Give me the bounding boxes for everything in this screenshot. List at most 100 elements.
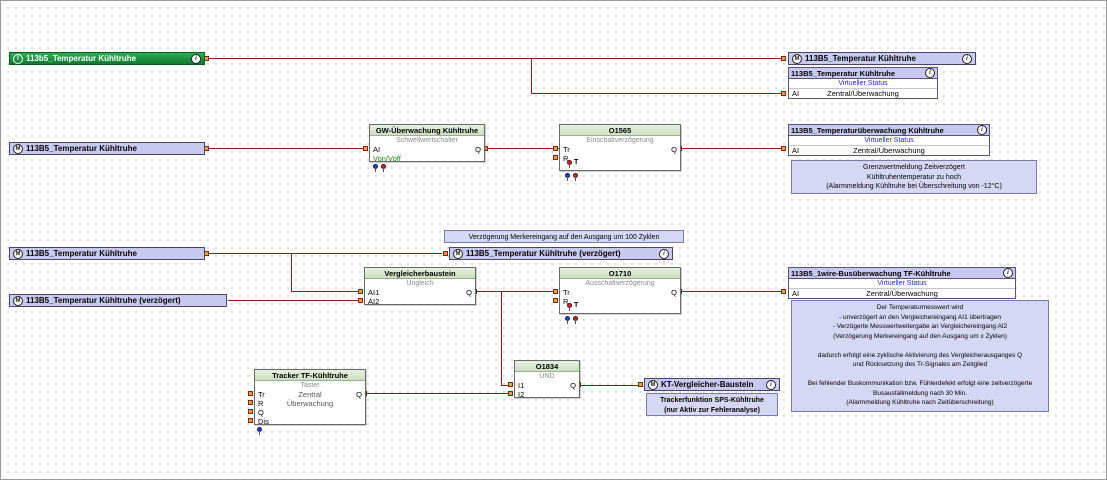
note-line: (Verzögerung Merkereingang auf den Ausga… — [833, 332, 1007, 340]
note-line: - unverzögert an den Vergleichereingang … — [839, 313, 1001, 321]
block-title: O1565 — [560, 125, 680, 136]
wire-temp-branch-down[interactable] — [531, 58, 532, 93]
note-line: Der Temperaturmesswert wird — [876, 304, 964, 311]
wire-temp-to-topright-flag[interactable] — [206, 58, 781, 59]
port-status-bus-ai-in[interactable] — [781, 289, 786, 294]
block-subtitle: Schwellwertschalter — [396, 137, 458, 144]
port-kt-flag-in[interactable] — [638, 382, 643, 387]
wire-tracker-to-und-i2[interactable] — [367, 393, 508, 394]
port-und-i1-in[interactable] — [508, 382, 513, 387]
status-value: Zentral/Überwachung — [827, 89, 899, 98]
wire-branch-to-und-i1[interactable] — [501, 385, 509, 386]
statusbox-temperaturueberwachung[interactable]: 113B5_Temperaturüberwachung Kühltruhe i … — [788, 124, 990, 156]
port-tracker-tr-in[interactable] — [248, 391, 253, 396]
block-row: I2 — [515, 390, 579, 399]
flag-label: 113B5_Temperatur Kühltruhe — [805, 54, 916, 63]
port-label-ai1: AI1 — [368, 288, 380, 297]
merker-flag-temperatur-2[interactable]: M 113B5_Temperatur Kühltruhe — [9, 247, 205, 260]
port-topright-flag-in[interactable] — [781, 56, 786, 61]
pin-icon-red[interactable] — [573, 316, 578, 324]
port-tracker-dis-in[interactable] — [248, 418, 253, 423]
note-line: und Rücksetzung des Tr-Signales am Zeitg… — [852, 361, 988, 368]
port-status-temp-ai-in[interactable] — [781, 91, 786, 96]
pin-icon-blue[interactable] — [257, 427, 262, 435]
info-icon[interactable]: i — [659, 248, 669, 259]
note-line: Grenzwertmeldung Zeitverzögert — [863, 164, 965, 171]
port-label-q: Q — [475, 145, 481, 154]
wire-vergleicher-to-o1710[interactable] — [477, 291, 553, 292]
port-delayed-flag-in[interactable] — [443, 251, 448, 256]
port-o1710-r-in[interactable] — [553, 298, 558, 303]
port-o1710-tr-in[interactable] — [553, 289, 558, 294]
info-icon[interactable]: i — [766, 379, 776, 390]
timer-pin-icon — [567, 160, 572, 168]
info-icon[interactable]: i — [925, 68, 935, 78]
input-flag-temperatur[interactable]: I 113b5_Temperatur Kühltruhe i — [9, 52, 205, 65]
block-gw-ueberwachung[interactable]: GW-Überwachung Kühltruhe Schwellwertscha… — [369, 124, 485, 163]
note-line: Trackerfunktion SPS-Kühltruhe — [660, 397, 764, 404]
block-row: R — [560, 297, 680, 306]
port-label-q: Q — [466, 288, 472, 297]
port-label-q: Q — [671, 145, 677, 154]
note-line: Bei fehlender Buskommunikation bzw. Fühl… — [807, 380, 1033, 387]
port-tracker-r-in[interactable] — [248, 400, 253, 405]
pin-icon-blue[interactable] — [565, 173, 570, 181]
pin-icon-blue[interactable] — [373, 164, 378, 172]
block-o1565-einschaltverzoegerung[interactable]: O1565 Einschaltverzögerung Tr Q R — [559, 124, 681, 171]
statusbox-temperatur[interactable]: 113B5_Temperatur Kühltruhe i Virtueller … — [788, 67, 938, 99]
block-vergleicherbaustein[interactable]: Vergleicherbaustein Ungleich AI1 Q AI2 — [364, 267, 476, 306]
note-funktionsbeschreibung[interactable]: Der Temperaturmesswert wird - unverzöger… — [791, 300, 1049, 412]
port-o1565-r-in[interactable] — [553, 155, 558, 160]
wire-delayed-to-ai2[interactable] — [228, 300, 358, 301]
port-vergleicher-ai2-in[interactable] — [358, 298, 363, 303]
note-verzoegerung[interactable]: Verzögerung Merkereingang auf den Ausgan… — [444, 230, 684, 243]
merker-flag-temperatur-1[interactable]: M 113B5_Temperatur Kühltruhe — [9, 142, 205, 155]
note-grenzwertmeldung[interactable]: Grenzwertmeldung Zeitverzögert Kühltruhe… — [791, 160, 1037, 194]
port-label-vonvoff: Von/Voff — [373, 154, 401, 163]
block-o1834-und[interactable]: O1834 UND I1 Q I2 — [514, 360, 580, 399]
wire-und-to-kt-flag[interactable] — [581, 385, 638, 386]
info-icon[interactable]: i — [1003, 268, 1013, 278]
port-label-r: R — [563, 154, 569, 163]
port-vergleicher-ai1-in[interactable] — [358, 289, 363, 294]
info-icon[interactable]: i — [962, 53, 972, 64]
note-trackerfunktion[interactable]: Trackerfunktion SPS-Kühltruhe (nur Aktiv… — [646, 393, 778, 416]
merker-flag-temperatur-topright[interactable]: M 113B5_Temperatur Kühltruhe i — [788, 52, 976, 65]
merker-flag-temperatur-verzoegert-mid[interactable]: M 113B5_Temperatur Kühltruhe (verzögert)… — [449, 247, 673, 260]
info-icon[interactable]: i — [977, 125, 987, 135]
wire-o1565-to-status[interactable] — [682, 148, 782, 149]
port-tracker-q-in[interactable] — [248, 409, 253, 414]
note-line: - Verzögerte Messwertweitergabe an Vergl… — [832, 323, 1008, 330]
wire-flag-to-delayed-flag[interactable] — [206, 253, 442, 254]
wire-gw-to-o1565[interactable] — [486, 148, 559, 149]
port-und-i2-in[interactable] — [508, 391, 513, 396]
port-label-ai: AI — [373, 145, 381, 154]
pin-icon-red[interactable] — [381, 164, 386, 172]
statusbox-title: 113B5_Temperatur Kühltruhe — [791, 68, 896, 78]
port-label-ai: AI — [792, 146, 800, 155]
statusbox-busueberwachung[interactable]: 113B5_1wire-Busüberwachung TF-Kühltruhe … — [788, 267, 1016, 299]
block-subtitle: Ungleich — [406, 280, 434, 287]
wire-q-branch-down[interactable] — [501, 291, 502, 385]
port-gw-ai-in[interactable] — [363, 146, 368, 151]
block-title: Tracker TF-Kühltruhe — [255, 370, 365, 381]
wire-temp-to-status[interactable] — [531, 93, 781, 94]
port-label-ai2: AI2 — [368, 297, 380, 306]
note-line: (Alarmmeldung Kühltruhe bei Überschreitu… — [826, 183, 1002, 190]
merker-flag-temperatur-verzoegert-left[interactable]: M 113B5_Temperatur Kühltruhe (verzögert) — [9, 294, 227, 307]
virtual-status-label: Virtueller Status — [789, 279, 1015, 289]
wire-branch-to-ai1[interactable] — [291, 291, 358, 292]
block-row: R — [560, 154, 680, 163]
port-o1565-tr-in[interactable] — [553, 146, 558, 151]
port-status-ueberwachung-ai-in[interactable] — [781, 146, 786, 151]
pin-icon-blue[interactable] — [565, 316, 570, 324]
pin-icon-red[interactable] — [573, 173, 578, 181]
wire-flag-to-gw[interactable] — [206, 148, 364, 149]
info-icon[interactable]: i — [191, 53, 201, 64]
merker-flag-kt-vergleicher[interactable]: M KT-Vergleicher-Baustein i — [644, 378, 780, 391]
block-o1710-ausschaltverzoegerung[interactable]: O1710 Ausschaltverzögerung Tr Q R — [559, 267, 681, 314]
wire-branch-down-ai1[interactable] — [291, 253, 292, 291]
timer-pin-icon — [567, 303, 572, 311]
block-tracker-tf-kuehltruhe[interactable]: Tracker TF-Kühltruhe Taster Tr Zentral Q… — [254, 369, 366, 426]
wire-o1710-to-status[interactable] — [682, 291, 782, 292]
